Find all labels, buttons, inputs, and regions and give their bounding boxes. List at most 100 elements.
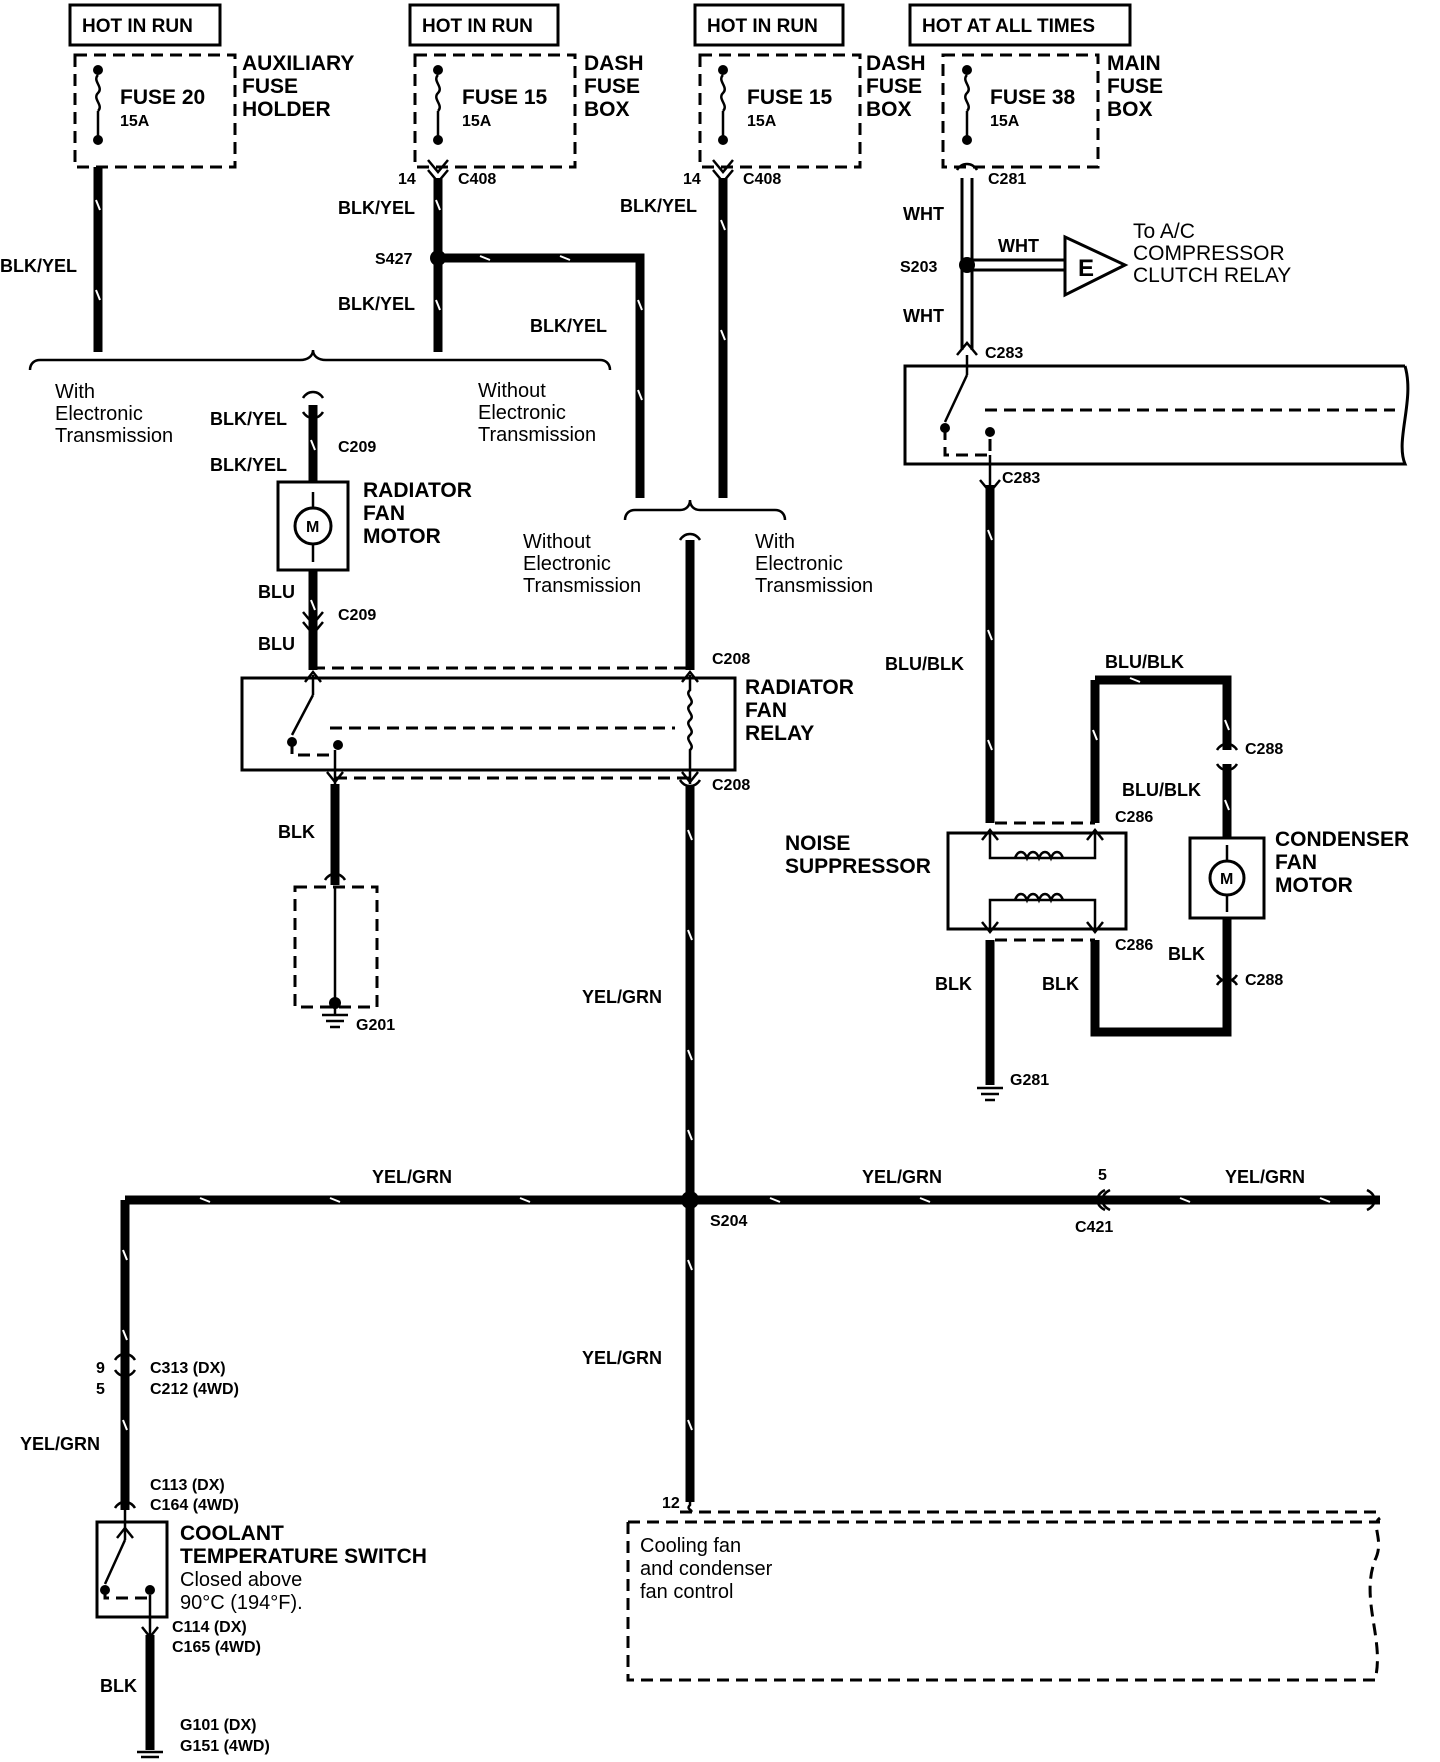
fuse-15a-rating: 15A <box>462 113 492 130</box>
splice-s204-label: S204 <box>710 1213 747 1230</box>
ac-relay-symbol: E <box>1078 255 1094 282</box>
fuse-38: FUSE 38 15A MAIN FUSE BOX <box>941 52 1163 169</box>
wire-label-blu-blk-1: BLU/BLK <box>885 654 964 674</box>
noise-suppressor-label-2: SUPPRESSOR <box>785 855 931 878</box>
pin-14-b: 14 <box>683 171 701 188</box>
fuse-15-b: FUSE 15 15A DASH FUSE BOX <box>698 52 926 169</box>
wire-label-wht-2: WHT <box>998 236 1039 256</box>
coolant-note-2: 90°C (194°F). <box>180 1592 303 1614</box>
radiator-fan-relay-label-1: RADIATOR <box>745 676 854 699</box>
branch-with-1-2: Electronic <box>55 403 143 425</box>
branch-with-2-1: With <box>755 531 795 553</box>
branch-with-2-3: Transmission <box>755 575 873 597</box>
header-4: HOT AT ALL TIMES <box>922 16 1095 37</box>
cooling-fan-control-module: Cooling fan and condenser fan control <box>626 1510 1382 1682</box>
splices <box>430 250 975 1209</box>
wire-label-blk-yel-3: BLK/YEL <box>338 294 415 314</box>
ground-g201-box <box>293 885 379 1029</box>
conn-c408-a: C408 <box>458 171 496 188</box>
fuse-38-name: FUSE 38 <box>990 86 1076 109</box>
fuse-15b-box-3: BOX <box>866 98 912 121</box>
condenser-fan-motor-label-3: MOTOR <box>1275 874 1353 897</box>
noise-suppressor-label-1: NOISE <box>785 832 850 855</box>
conn-c313: C313 (DX) <box>150 1360 226 1377</box>
fuse-38-box-3: BOX <box>1107 98 1153 121</box>
wire-label-wht-3: WHT <box>903 306 944 326</box>
radiator-fan-relay-label-3: RELAY <box>745 722 814 745</box>
header-1: HOT IN RUN <box>82 16 193 37</box>
fuse-38-box-2: FUSE <box>1107 75 1163 98</box>
connector-labels: 14 C408 14 C408 C281 C283 C283 C209 C209… <box>96 171 1283 1755</box>
conn-c421: C421 <box>1075 1219 1113 1236</box>
ground-g281-label: G281 <box>1010 1072 1049 1089</box>
connector-pins <box>113 159 1376 1514</box>
wire-label-yel-grn-3: YEL/GRN <box>862 1167 942 1187</box>
conn-c164: C164 (4WD) <box>150 1497 239 1514</box>
radiator-fan-motor-label-2: FAN <box>363 502 405 525</box>
wire-label-yel-grn-1: YEL/GRN <box>582 987 662 1007</box>
coolant-switch-label-2: TEMPERATURE SWITCH <box>180 1545 427 1568</box>
fuse-15b-box-2: FUSE <box>866 75 922 98</box>
ac-relay-line-3: CLUTCH RELAY <box>1133 264 1291 287</box>
wire-label-blk-1: BLK <box>278 822 315 842</box>
wire-label-wht-1: WHT <box>903 204 944 224</box>
wire-label-blu-2: BLU <box>258 634 295 654</box>
fuse-38-rating: 15A <box>990 113 1020 130</box>
motor-symbol-radiator: M <box>306 519 319 536</box>
wire-label-blu-blk-3: BLU/BLK <box>1122 780 1201 800</box>
fuse-15b-name: FUSE 15 <box>747 86 833 109</box>
fuse-15b-rating: 15A <box>747 113 777 130</box>
splice-s427-label: S427 <box>375 251 412 268</box>
branch-with-1-3: Transmission <box>55 425 173 447</box>
wire-label-blu-blk-2: BLU/BLK <box>1105 652 1184 672</box>
fuse-20-box-1: AUXILIARY <box>242 52 354 75</box>
conn-c209-a: C209 <box>338 439 376 456</box>
radiator-fan-motor: M RADIATOR FAN MOTOR <box>276 479 472 572</box>
ground-g201-label: G201 <box>356 1017 395 1034</box>
wire-label-blk-yel-7: BLK/YEL <box>210 455 287 475</box>
conn-c288-b: C288 <box>1245 972 1283 989</box>
coolant-note-1: Closed above <box>180 1569 302 1591</box>
conn-c286-a: C286 <box>1115 809 1153 826</box>
wire-label-blk-yel-5: BLK/YEL <box>530 316 607 336</box>
conn-c113: C113 (DX) <box>150 1477 225 1494</box>
wire-label-blk-yel-1: BLK/YEL <box>0 256 77 276</box>
wire-label-blu-1: BLU <box>258 582 295 602</box>
fuse-15a-name: FUSE 15 <box>462 86 548 109</box>
fuse-20: FUSE 20 15A AUXILIARY FUSE HOLDER <box>73 52 354 169</box>
conn-c283-a: C283 <box>985 345 1023 362</box>
fuse-15a-box-1: DASH <box>584 52 644 75</box>
conn-c208-a: C208 <box>712 651 750 668</box>
c283-component <box>903 355 1410 485</box>
header-3: HOT IN RUN <box>707 16 818 37</box>
fuse-20-rating: 15A <box>120 113 150 130</box>
conn-c114: C114 (DX) <box>172 1619 247 1636</box>
splice-s203 <box>959 257 975 273</box>
wire-label-blk-yel-2: BLK/YEL <box>338 198 415 218</box>
header-2: HOT IN RUN <box>422 16 533 37</box>
pin-14-a: 14 <box>398 171 416 188</box>
branch-without-1-1: Without <box>478 380 546 402</box>
conn-c286-b: C286 <box>1115 937 1153 954</box>
conn-c283-b: C283 <box>1002 470 1040 487</box>
fuse-38-box-1: MAIN <box>1107 52 1161 75</box>
ground-g101-symbol <box>137 1750 163 1759</box>
pin-5-a: 5 <box>1098 1167 1107 1184</box>
control-module-line-1: Cooling fan <box>640 1535 741 1557</box>
conn-c288-a: C288 <box>1245 741 1283 758</box>
wire-label-yel-grn-5: YEL/GRN <box>582 1348 662 1368</box>
branch-without-1-3: Transmission <box>478 424 596 446</box>
splice-s204 <box>681 1191 699 1209</box>
branch-with-2-2: Electronic <box>755 553 843 575</box>
motor-symbol-condenser: M <box>1220 871 1233 888</box>
ac-relay-line-1: To A/C <box>1133 220 1195 243</box>
condenser-fan-motor: M CONDENSER FAN MOTOR <box>1188 828 1409 920</box>
condenser-fan-motor-label-2: FAN <box>1275 851 1317 874</box>
pin-12: 12 <box>662 1495 680 1512</box>
pin-5-b: 5 <box>96 1381 105 1398</box>
radiator-fan-relay: RADIATOR FAN RELAY <box>240 666 854 785</box>
branch-without-2-2: Electronic <box>523 553 611 575</box>
branch-with-1-1: With <box>55 381 95 403</box>
wire-label-yel-grn-4: YEL/GRN <box>1225 1167 1305 1187</box>
